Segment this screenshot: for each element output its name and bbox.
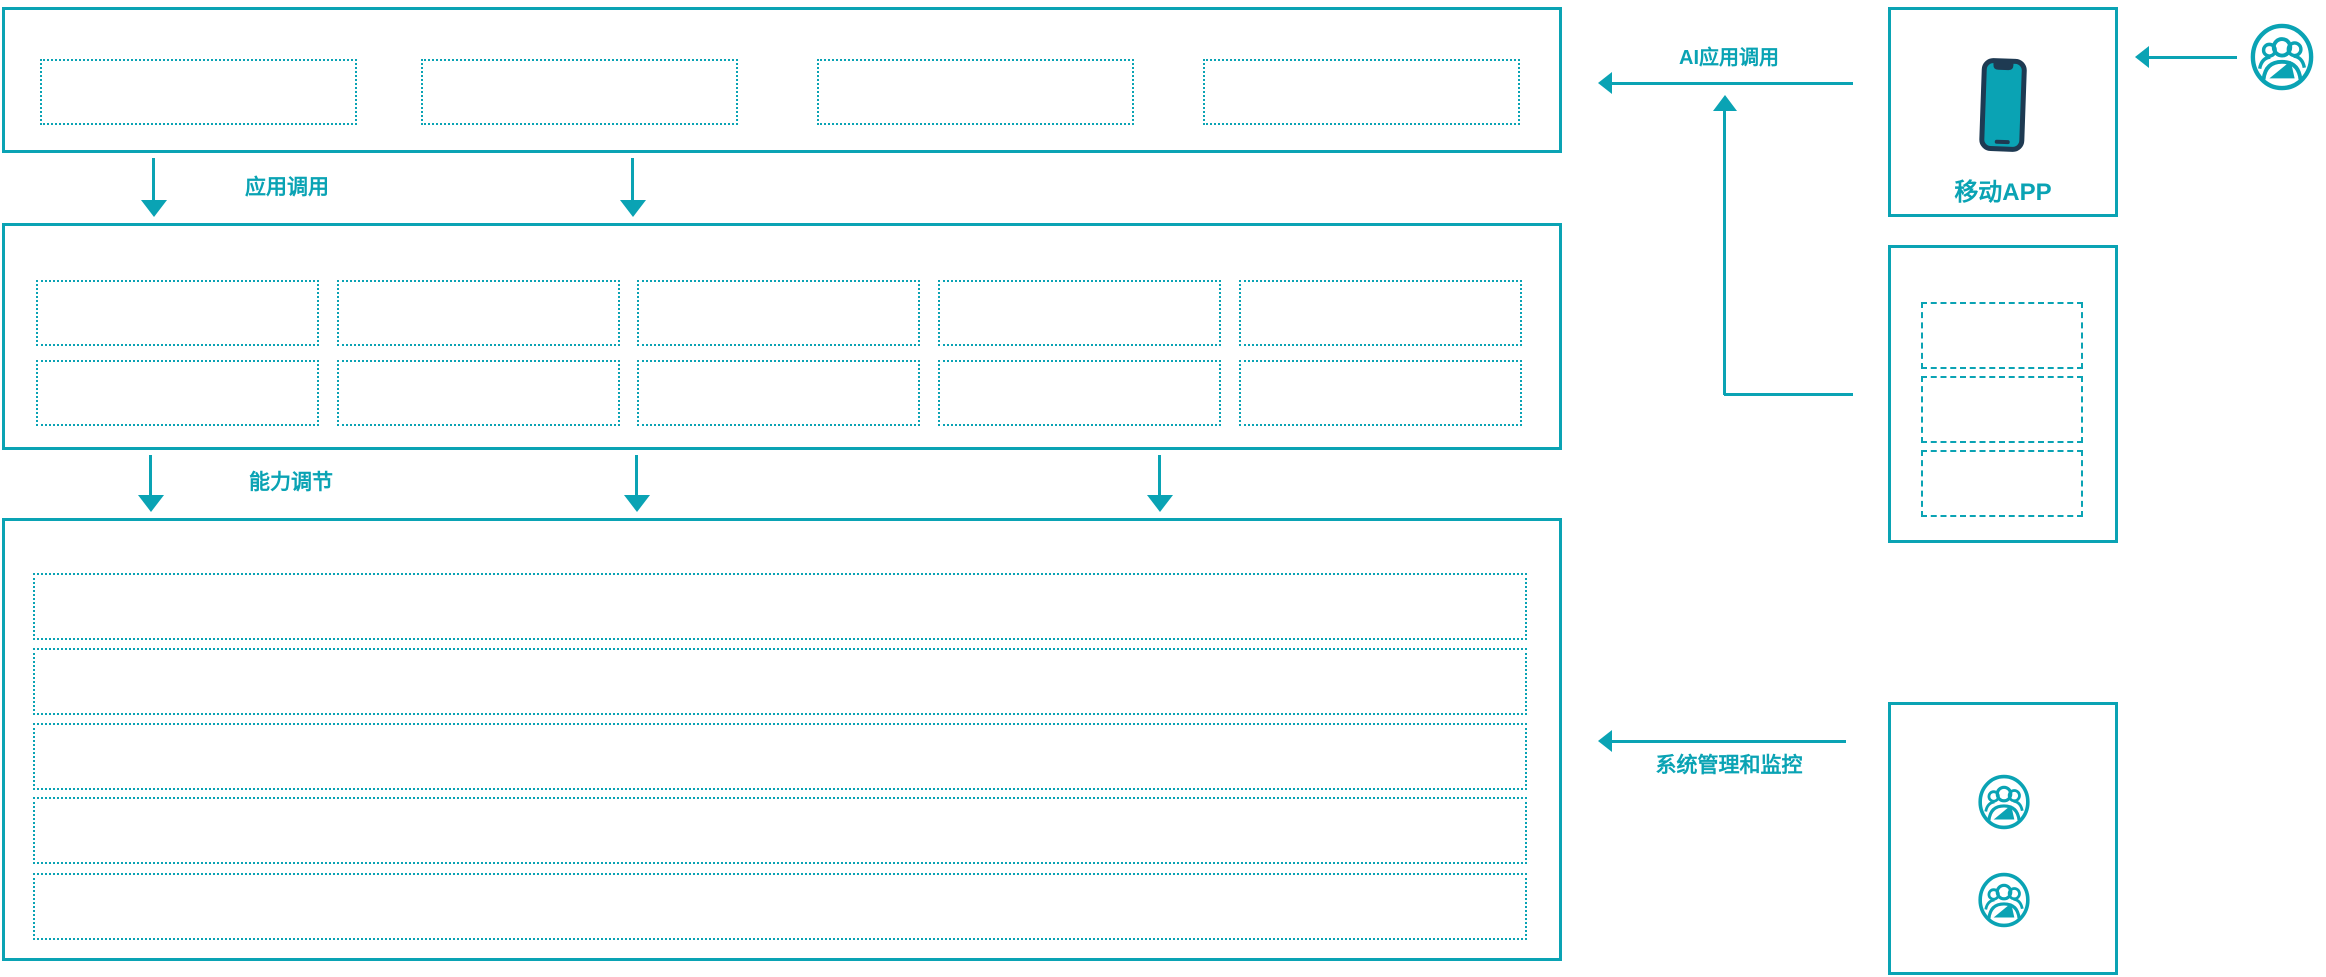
capability-placeholder — [337, 280, 620, 346]
user-group-icon — [2250, 23, 2314, 91]
capability-adjust-label: 能力调节 — [249, 471, 333, 494]
capability-placeholder — [36, 360, 319, 426]
app-call-arrow-line-2 — [631, 158, 634, 202]
up-connector-arrowhead — [1713, 95, 1737, 111]
application-placeholder — [421, 59, 738, 125]
smartphone-icon — [1979, 58, 2027, 152]
capability-arrow-line-3 — [1158, 455, 1161, 497]
user-group-icon — [1978, 872, 2030, 928]
system-monitor-arrowhead — [1598, 730, 1612, 752]
capability-placeholder — [1239, 360, 1522, 426]
capability-arrowhead-1 — [138, 495, 164, 512]
platform-row-placeholder — [33, 648, 1527, 715]
ai-app-call-label: AI应用调用 — [1679, 47, 1779, 69]
capability-placeholder — [1239, 280, 1522, 346]
app-call-arrowhead-1 — [141, 200, 167, 217]
module-placeholder — [1921, 450, 2083, 517]
application-placeholder — [1203, 59, 1520, 125]
app-call-label: 应用调用 — [245, 176, 329, 199]
user-arrowhead — [2135, 46, 2149, 68]
platform-row-placeholder — [33, 573, 1527, 640]
up-connector-hline — [1724, 393, 1853, 396]
capability-placeholder — [938, 360, 1221, 426]
mobile-app-label: 移动APP — [1954, 179, 2052, 206]
admin-box — [1888, 702, 2118, 975]
capability-arrowhead-2 — [624, 495, 650, 512]
ai-app-call-arrow-line — [1610, 82, 1853, 85]
capability-placeholder — [637, 280, 920, 346]
system-monitor-label: 系统管理和监控 — [1655, 754, 1803, 777]
app-call-arrow-line-1 — [152, 158, 155, 202]
capability-placeholder — [337, 360, 620, 426]
app-call-arrowhead-2 — [620, 200, 646, 217]
mobile-app-box: 移动APP — [1888, 7, 2118, 217]
platform-row-placeholder — [33, 797, 1527, 864]
ai-app-call-arrowhead — [1598, 72, 1612, 94]
platform-layer-box — [2, 518, 1562, 961]
capability-placeholder — [637, 360, 920, 426]
user-arrow-line — [2148, 56, 2237, 59]
platform-row-placeholder — [33, 873, 1527, 940]
application-placeholder — [817, 59, 1134, 125]
module-placeholder — [1921, 376, 2083, 443]
capability-arrow-line-1 — [149, 455, 152, 497]
system-monitor-arrow-line — [1610, 740, 1846, 743]
capability-arrow-line-2 — [635, 455, 638, 497]
application-placeholder — [40, 59, 357, 125]
platform-row-placeholder — [33, 723, 1527, 790]
capability-layer-box — [2, 223, 1562, 450]
user-group-icon — [1978, 774, 2030, 830]
up-connector-vline — [1723, 110, 1726, 395]
application-layer-box — [2, 7, 1562, 153]
capability-arrowhead-3 — [1147, 495, 1173, 512]
capability-placeholder — [36, 280, 319, 346]
module-placeholder — [1921, 302, 2083, 369]
capability-placeholder — [938, 280, 1221, 346]
modules-box — [1888, 245, 2118, 543]
